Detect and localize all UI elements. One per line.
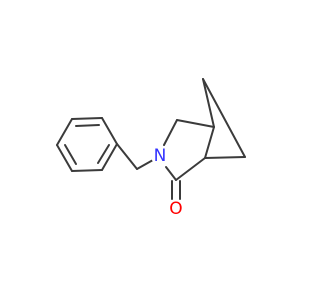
nitrogen-label: N [154, 146, 167, 166]
ring-double-bond [64, 144, 77, 165]
benzyl-linker [116, 143, 154, 170]
ring-to-ch2-bond [116, 143, 138, 170]
oxygen-label: O [169, 199, 182, 219]
apex-to-cyclopropyl-bond [202, 78, 246, 158]
bridgehead-to-apex-bond [202, 78, 215, 128]
ring-bond [71, 169, 103, 172]
ring-bond [56, 144, 73, 172]
ring-double-bond [75, 124, 100, 127]
azabicyclo-ring [163, 78, 246, 181]
nitrogen-atom: N [151, 146, 169, 166]
benzene-ring [56, 117, 118, 172]
carbonyl-group [171, 180, 181, 200]
ring-bond [56, 118, 73, 146]
ch2-to-bridgehead-bond [176, 119, 215, 128]
oxygen-label-background [167, 200, 185, 218]
ch-to-carbonyl-bond [175, 157, 206, 181]
oxygen-atom: O [167, 199, 185, 219]
ring-bond [71, 117, 103, 120]
bridgehead-to-ch-bond [204, 126, 215, 159]
ring-double-bond [97, 144, 110, 164]
molecule-structure-diagram: N O [56, 78, 246, 219]
carbonyl-to-nitrogen-bond [165, 166, 177, 181]
ring-bond [101, 117, 118, 145]
nitrogen-to-ch2-bond [163, 119, 178, 146]
ch2-to-nitrogen-bond [136, 159, 154, 170]
nitrogen-label-background [151, 147, 169, 165]
cyclopropyl-to-ch-bond [204, 156, 246, 159]
ring-bond [101, 143, 118, 171]
